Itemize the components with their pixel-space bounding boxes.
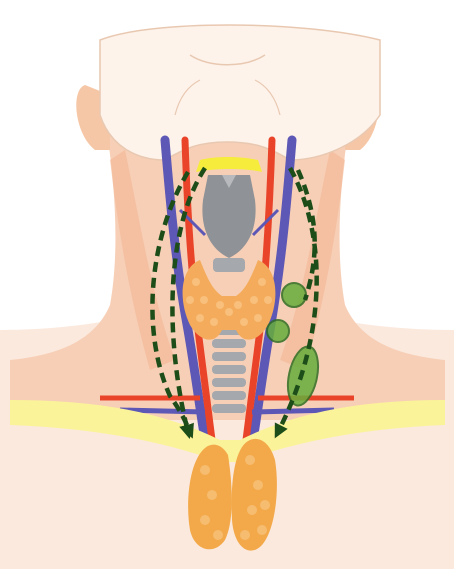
thyroid-lobule [200,296,208,304]
lymph-node-middle [267,320,289,342]
trachea-ring [212,404,246,413]
thyroid-lobule [234,301,242,309]
thyroid-lobule [258,278,266,286]
thyroid-lobule [216,301,224,309]
fat-lobule [253,480,263,490]
fat-lobule [240,530,250,540]
fat-lobule [247,505,257,515]
trachea-ring [212,391,246,400]
fat-lobule [200,515,210,525]
trachea-ring [212,365,246,374]
cricoid-cartilage [213,258,245,272]
fat-lobule [200,465,210,475]
thyroid-lobule [264,296,272,304]
trachea-ring [212,378,246,387]
thyroid-lobule [225,308,233,316]
thyroid-lobule [210,318,218,326]
thyroid-lobule [192,278,200,286]
lymph-node-upper [282,283,306,307]
thyroid-lobule [186,296,194,304]
fat-lobule [260,500,270,510]
fat-lobule [207,490,217,500]
fat-lobule [257,525,267,535]
thyroid-lobule [254,314,262,322]
thyroid-lobule [250,296,258,304]
trachea-ring [212,339,246,348]
thyroid-lobule [196,314,204,322]
chin [100,25,380,160]
fat-lobule [245,455,255,465]
right-subclavian-vein [252,410,334,412]
thyroid-lobule [240,318,248,326]
fat-lobule [213,530,223,540]
trachea-ring [212,352,246,361]
